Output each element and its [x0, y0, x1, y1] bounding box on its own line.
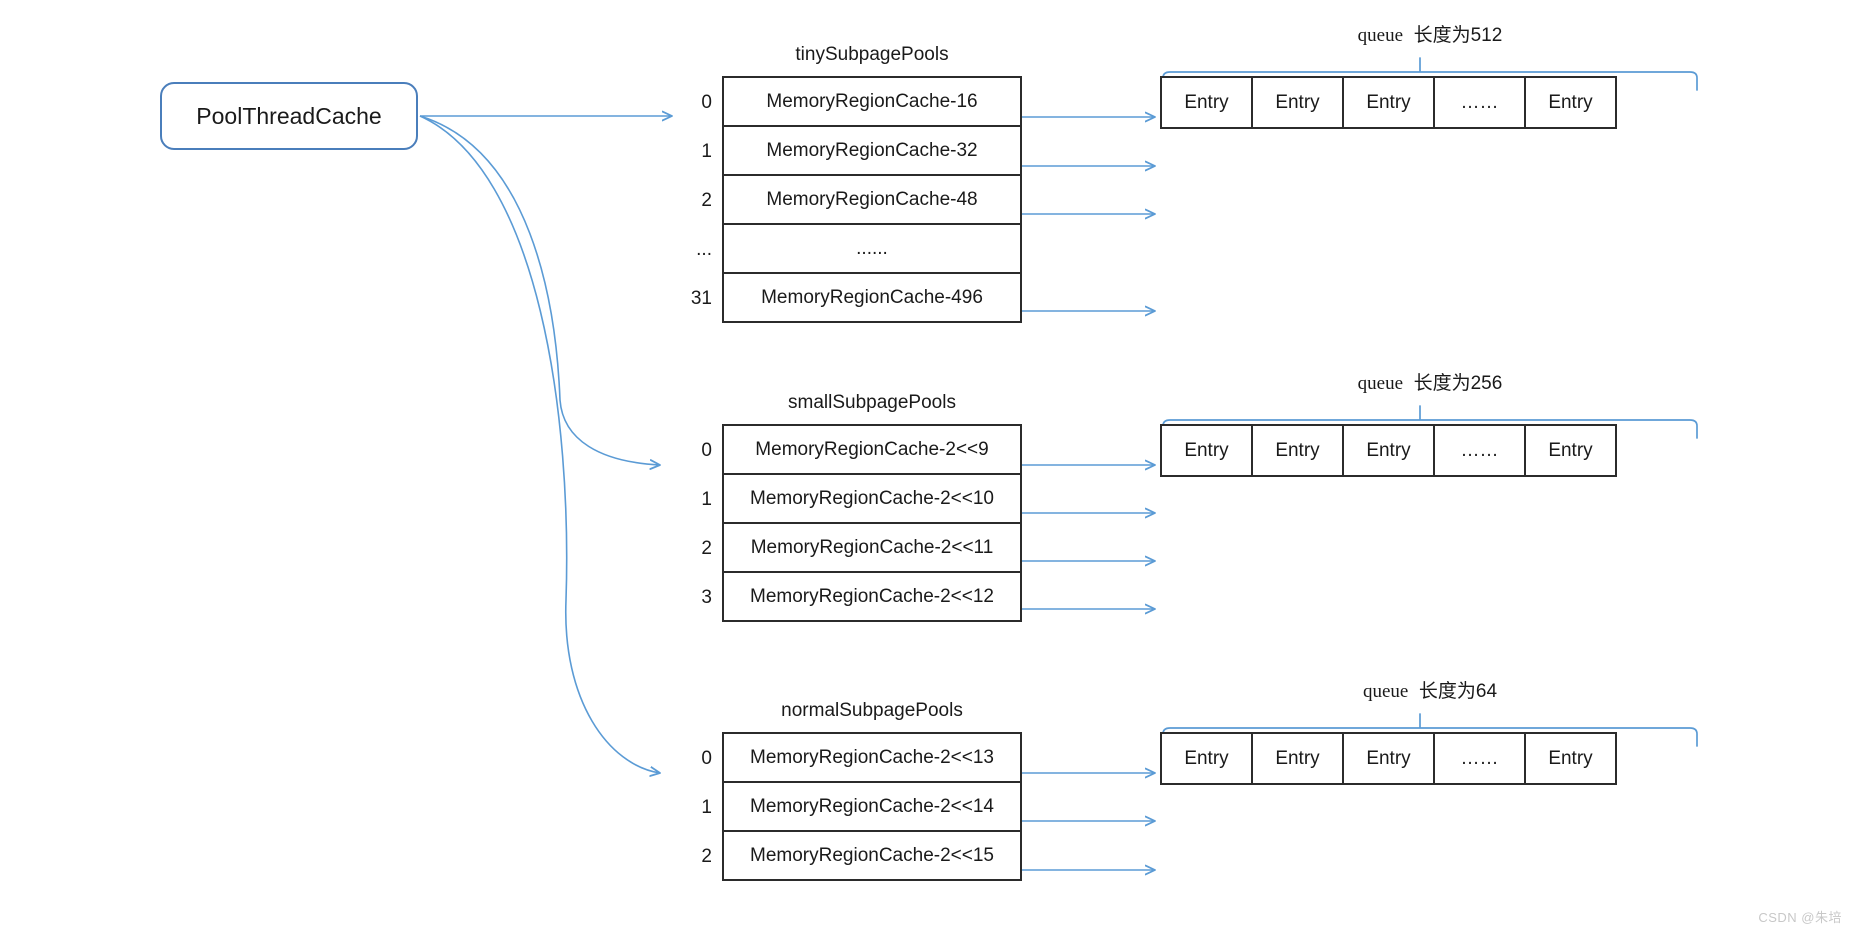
queue-entry[interactable]: Entry	[1253, 734, 1344, 783]
table-row[interactable]: 31 MemoryRegionCache-496	[691, 274, 1020, 323]
queue-length-text: 长度为512	[1413, 25, 1503, 46]
table-row[interactable]: 1 MemoryRegionCache-2<<10	[701, 475, 1020, 524]
row-label: MemoryRegionCache-2<<9	[755, 438, 989, 460]
row-label: MemoryRegionCache-2<<11	[750, 536, 994, 558]
row-label: MemoryRegionCache-2<<14	[750, 795, 994, 817]
edge-root-to-small	[419, 115, 660, 465]
table-row[interactable]: 2 MemoryRegionCache-48	[701, 176, 1020, 225]
queue-entry[interactable]: Entry	[1253, 426, 1344, 475]
row-label: MemoryRegionCache-2<<15	[750, 844, 994, 866]
queue-entry[interactable]: Entry	[1344, 426, 1435, 475]
row-index: 2	[701, 537, 712, 559]
table-row[interactable]: 2 MemoryRegionCache-2<<15	[701, 832, 1020, 881]
table-row[interactable]: 2 MemoryRegionCache-2<<11	[701, 524, 1020, 573]
table-row[interactable]: 0 MemoryRegionCache-16	[701, 78, 1020, 127]
queue-strip-normal: Entry Entry Entry …… Entry	[1160, 732, 1617, 785]
row-label: ......	[856, 237, 888, 259]
section-title-tiny: tinySubpagePools	[795, 44, 949, 65]
pool-thread-cache-node[interactable]: PoolThreadCache	[160, 82, 418, 150]
table-row[interactable]: 3 MemoryRegionCache-2<<12	[701, 573, 1020, 622]
row-label: MemoryRegionCache-2<<10	[750, 487, 994, 509]
queue-entry[interactable]: Entry	[1526, 734, 1617, 783]
queue-keyword: queue	[1357, 25, 1404, 46]
queue-entry[interactable]: Entry	[1526, 426, 1617, 475]
queue-entry[interactable]: Entry	[1162, 734, 1253, 783]
queue-strip-small: Entry Entry Entry …… Entry	[1160, 424, 1617, 477]
row-index: 1	[701, 796, 712, 818]
pool-table-tiny: 0 MemoryRegionCache-16 1 MemoryRegionCac…	[691, 76, 1022, 323]
row-index: 31	[690, 287, 712, 309]
queue-ellipsis: ……	[1435, 734, 1526, 783]
row-label: MemoryRegionCache-2<<12	[750, 585, 994, 607]
queue-keyword: queue	[1357, 373, 1404, 394]
edge-root-to-normal	[419, 115, 660, 773]
row-label: MemoryRegionCache-48	[766, 188, 978, 210]
table-row[interactable]: 0 MemoryRegionCache-2<<9	[701, 426, 1020, 475]
queue-label-tiny: queue 长度为512	[1160, 20, 1700, 47]
row-index: 2	[701, 845, 712, 867]
row-index: ...	[696, 238, 712, 260]
row-label: MemoryRegionCache-16	[766, 90, 978, 112]
queue-ellipsis: ……	[1435, 78, 1526, 127]
queue-label-normal: queue 长度为64	[1160, 676, 1700, 703]
row-label: MemoryRegionCache-32	[766, 139, 978, 161]
queue-ellipsis: ……	[1435, 426, 1526, 475]
pool-table-small: 0 MemoryRegionCache-2<<9 1 MemoryRegionC…	[701, 424, 1022, 622]
queue-entry[interactable]: Entry	[1253, 78, 1344, 127]
queue-keyword: queue	[1362, 681, 1409, 702]
section-title-small: smallSubpagePools	[788, 392, 956, 413]
queue-strip-tiny: Entry Entry Entry …… Entry	[1160, 76, 1617, 129]
queue-entry[interactable]: Entry	[1526, 78, 1617, 127]
table-row[interactable]: 0 MemoryRegionCache-2<<13	[701, 734, 1020, 783]
section-title-normal: normalSubpagePools	[781, 700, 963, 721]
row-label: MemoryRegionCache-496	[761, 286, 983, 308]
queue-entry[interactable]: Entry	[1344, 78, 1435, 127]
queue-entry[interactable]: Entry	[1344, 734, 1435, 783]
row-index: 0	[701, 439, 712, 461]
watermark: CSDN @朱培	[1758, 910, 1842, 925]
queue-length-text: 长度为256	[1413, 373, 1503, 394]
row-label: MemoryRegionCache-2<<13	[750, 746, 994, 768]
row-index: 0	[701, 91, 712, 113]
row-index: 3	[701, 586, 712, 608]
table-row[interactable]: ... ......	[696, 225, 1020, 274]
row-index: 1	[701, 488, 712, 510]
row-index: 0	[701, 747, 712, 769]
queue-entry[interactable]: Entry	[1162, 426, 1253, 475]
table-row[interactable]: 1 MemoryRegionCache-32	[701, 127, 1020, 176]
pool-table-normal: 0 MemoryRegionCache-2<<13 1 MemoryRegion…	[701, 732, 1022, 881]
queue-label-small: queue 长度为256	[1160, 368, 1700, 395]
table-row[interactable]: 1 MemoryRegionCache-2<<14	[701, 783, 1020, 832]
row-index: 2	[701, 189, 712, 211]
row-index: 1	[701, 140, 712, 162]
queue-length-text: 长度为64	[1418, 681, 1498, 702]
queue-entry[interactable]: Entry	[1162, 78, 1253, 127]
pool-thread-cache-label: PoolThreadCache	[196, 102, 382, 129]
